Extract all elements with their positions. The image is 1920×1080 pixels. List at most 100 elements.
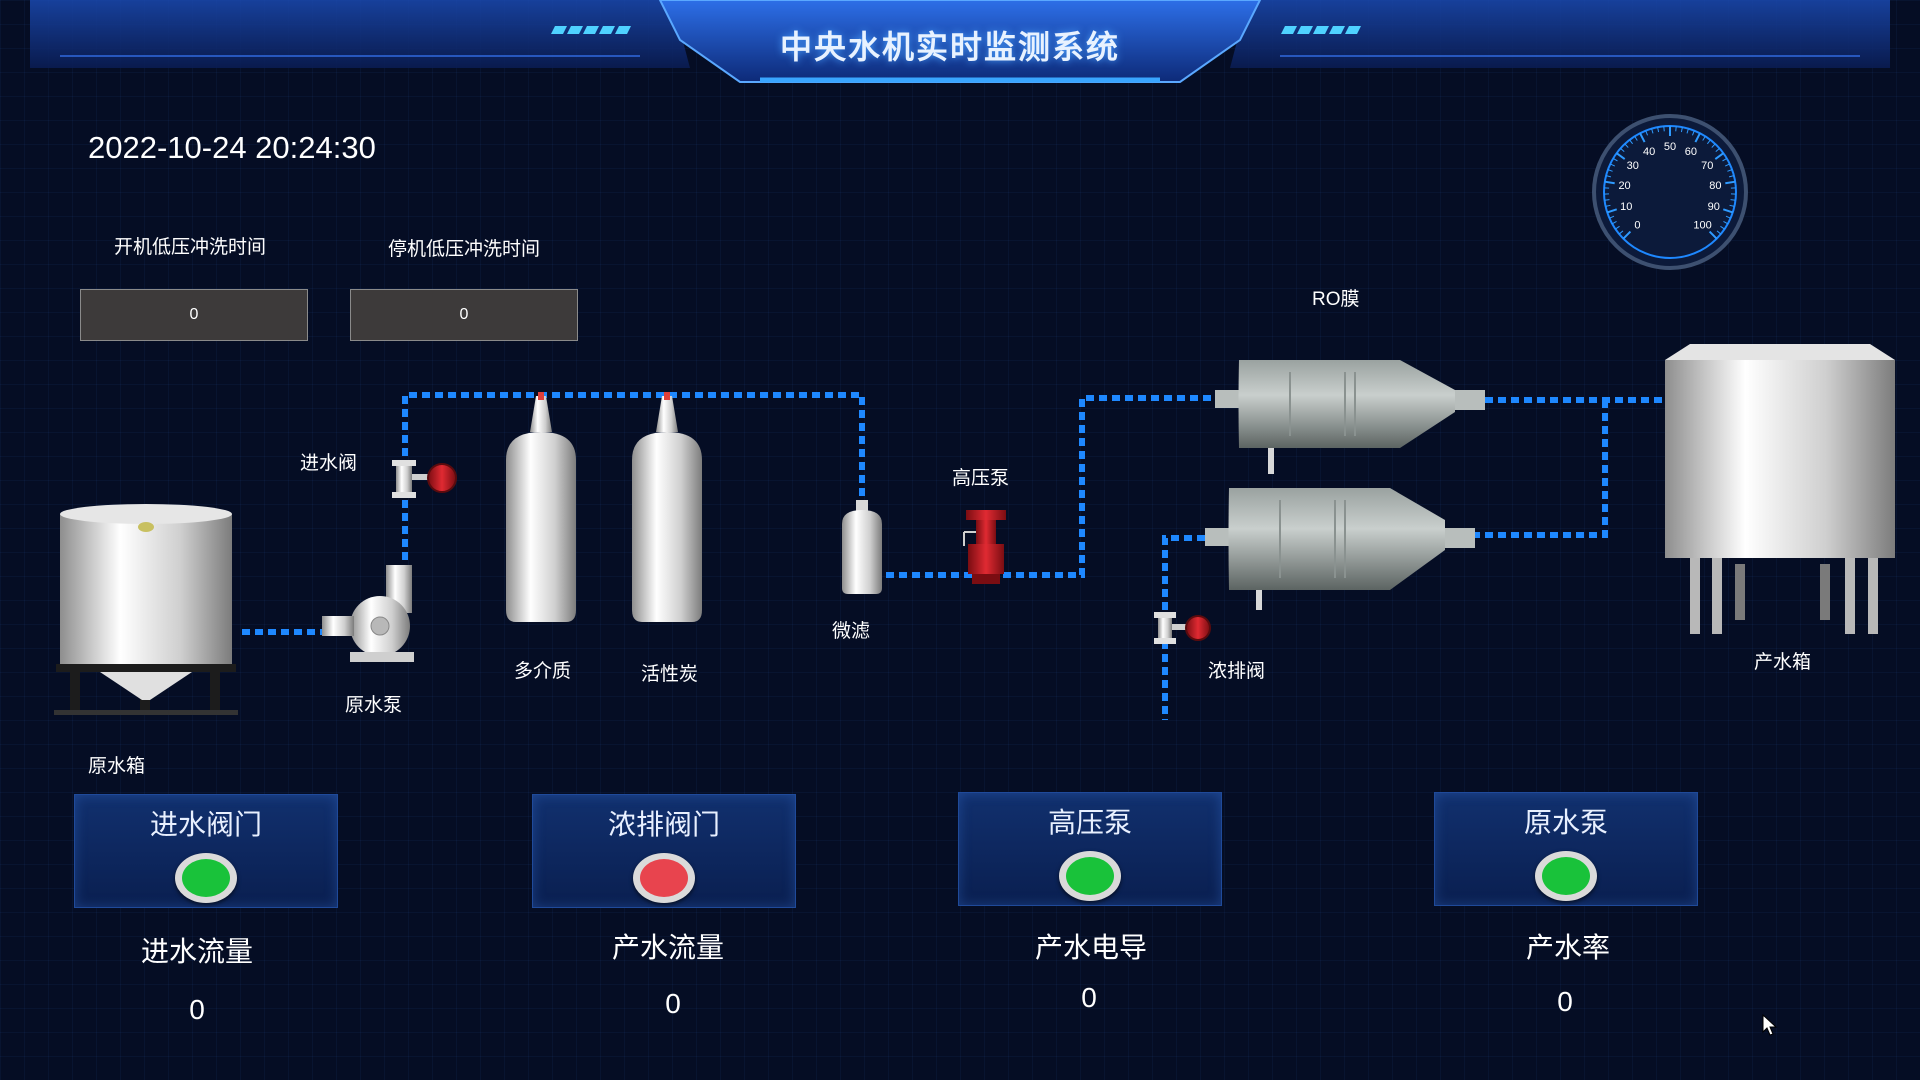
gauge-tick [1722, 208, 1734, 214]
gauge-tick [1720, 225, 1725, 230]
gauge-tick-label: 70 [1701, 160, 1713, 172]
gauge-tick [1612, 157, 1618, 162]
inlet-valve-label: 进水阀 [300, 452, 357, 474]
page-title: 中央水机实时监测系统 [779, 29, 1120, 65]
metric-conductivity-value: 0 [1081, 982, 1097, 1013]
ro-membrane-top-icon [1215, 360, 1485, 474]
status-card-title: 原水泵 [1523, 807, 1608, 838]
product-tank-label: 产水箱 [1754, 651, 1811, 673]
gauge-tick [1622, 230, 1632, 240]
gauge-tick [1715, 147, 1720, 153]
pipe-network [242, 392, 1665, 720]
gauge-tick [1716, 230, 1722, 235]
gauge-tick [1645, 130, 1649, 136]
gauge-tick [1629, 139, 1634, 145]
ro-membrane-bottom-icon [1205, 488, 1475, 610]
hp-pump-label: 高压泵 [952, 467, 1009, 489]
startup-flush-label: 开机低压冲洗时间 [114, 237, 267, 258]
gauge-tick [1728, 175, 1735, 178]
gauge-tick [1657, 127, 1660, 133]
metric-product-flow-value: 0 [665, 988, 681, 1019]
gauge-tick [1714, 152, 1724, 160]
gauge-tick-label: 100 [1693, 220, 1711, 232]
gauge-tick [1722, 157, 1728, 162]
metric-recovery-value: 0 [1557, 986, 1573, 1017]
raw-tank-label: 原水箱 [88, 755, 145, 777]
gauge-tick [1702, 136, 1706, 141]
pipe-return [1475, 400, 1608, 538]
gauge-tick-label: 0 [1634, 220, 1640, 232]
status-card-title: 进水阀门 [149, 809, 262, 840]
gauge-tick [1611, 220, 1617, 225]
gauge-tick [1723, 220, 1729, 225]
status-lamp-icon [175, 853, 237, 903]
gauge-tick-label: 30 [1627, 160, 1639, 172]
gauge-tick [1624, 143, 1629, 148]
gauge-tick-label: 50 [1664, 141, 1676, 153]
status-lamp-icon [1535, 851, 1597, 901]
status-lamp-icon [633, 853, 695, 903]
gauge-tick [1686, 128, 1689, 134]
mouse-cursor-icon [1762, 1014, 1778, 1036]
micro-filter-label: 微滤 [832, 620, 870, 642]
startup-flush-input[interactable]: 0 [80, 289, 308, 341]
header-bar [30, 0, 1890, 83]
carbon-filter-icon [632, 392, 702, 622]
multimedia-filter-icon [506, 392, 576, 622]
gauge-tick [1691, 130, 1695, 136]
gauge-tick-label: 20 [1618, 180, 1630, 192]
pipe-concentrate [1162, 535, 1205, 720]
metric-recovery-label: 产水率 [1525, 932, 1610, 963]
micro-filter-icon [842, 500, 882, 594]
gauge-tick-label: 80 [1709, 180, 1721, 192]
gauge-tick [1615, 225, 1620, 230]
gauge-tick [1610, 163, 1616, 167]
gauge-tick [1609, 215, 1615, 219]
gauge-tick [1618, 230, 1624, 235]
status-card-raw-pump[interactable]: 原水泵 [1434, 792, 1698, 906]
status-card-hp-pump[interactable]: 高压泵 [958, 792, 1222, 906]
gauge-tick-label: 90 [1708, 201, 1720, 213]
status-card-title: 高压泵 [1047, 807, 1132, 838]
shutdown-flush-label: 停机低压冲洗时间 [388, 239, 541, 260]
datetime-display: 2022-10-24 20:24:30 [88, 130, 376, 165]
status-card-concentrate-valve[interactable]: 浓排阀门 [532, 794, 796, 908]
metric-product-flow-label: 产水流量 [611, 932, 724, 963]
metric-inflow-value: 0 [189, 994, 205, 1025]
gauge-tick [1727, 169, 1733, 172]
raw-pump-label: 原水泵 [345, 694, 402, 716]
gauge-tick [1725, 215, 1731, 219]
gauge-tick [1606, 208, 1618, 214]
product-tank-icon [1665, 344, 1895, 634]
gauge-tick [1616, 152, 1626, 160]
concentrate-valve-label: 浓排阀 [1208, 660, 1265, 682]
hp-pump-icon [963, 510, 1006, 584]
gauge-tick [1607, 169, 1613, 172]
shutdown-flush-input[interactable]: 0 [350, 289, 578, 341]
gauge-tick [1680, 127, 1683, 133]
gauge-tick [1604, 199, 1610, 201]
gauge-tick [1730, 199, 1736, 201]
status-lamp-icon [1059, 851, 1121, 901]
gauge-tick [1605, 175, 1612, 178]
concentrate-valve-icon [1154, 612, 1211, 644]
multimedia-label: 多介质 [514, 660, 571, 682]
gauge-tick [1729, 204, 1735, 207]
inlet-valve-icon [392, 460, 457, 498]
gauge-tick [1651, 128, 1654, 134]
gauge-tick [1725, 180, 1736, 185]
gauge-tick [1724, 163, 1730, 167]
gauge-tick [1605, 204, 1611, 207]
raw-pump-icon [322, 565, 414, 662]
status-card-title: 浓排阀门 [607, 809, 720, 840]
raw-tank-icon [54, 504, 238, 715]
status-card-inlet-valve[interactable]: 进水阀门 [74, 794, 338, 908]
gauge-tick [1694, 132, 1701, 143]
gauge-tick-label: 40 [1643, 146, 1655, 158]
gauge-tick [1639, 132, 1646, 143]
gauge-tick [1634, 136, 1638, 141]
gauge-tick [1711, 143, 1716, 148]
metric-inflow-label: 进水流量 [140, 936, 253, 967]
